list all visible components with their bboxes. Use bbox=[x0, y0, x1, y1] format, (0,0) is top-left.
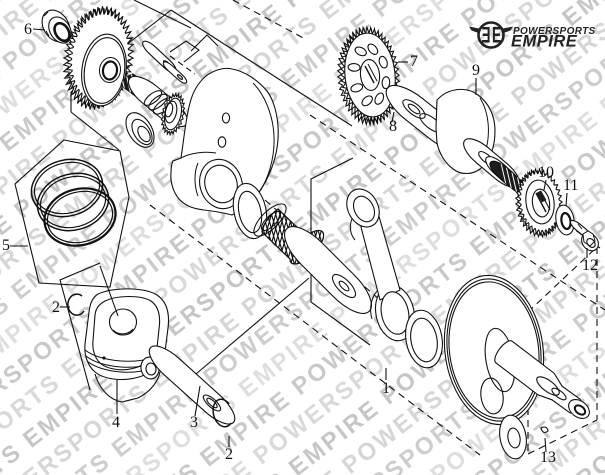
svg-text:10: 10 bbox=[538, 164, 554, 181]
svg-text:13: 13 bbox=[540, 449, 556, 466]
svg-text:2: 2 bbox=[225, 446, 233, 463]
svg-text:3: 3 bbox=[190, 414, 198, 431]
svg-text:7: 7 bbox=[410, 53, 418, 70]
svg-text:5: 5 bbox=[2, 237, 10, 254]
svg-text:2: 2 bbox=[52, 299, 60, 316]
svg-text:6: 6 bbox=[24, 21, 32, 38]
svg-text:POWERSPORTS: POWERSPORTS bbox=[513, 26, 596, 37]
svg-text:E: E bbox=[492, 22, 501, 47]
svg-text:E: E bbox=[481, 22, 490, 47]
svg-text:8: 8 bbox=[389, 118, 397, 135]
svg-text:EMPIRE: EMPIRE bbox=[511, 33, 578, 51]
svg-text:11: 11 bbox=[563, 177, 578, 194]
svg-text:4: 4 bbox=[112, 414, 120, 431]
svg-text:9: 9 bbox=[472, 62, 480, 79]
svg-text:12: 12 bbox=[582, 257, 598, 274]
svg-text:1: 1 bbox=[382, 380, 390, 397]
